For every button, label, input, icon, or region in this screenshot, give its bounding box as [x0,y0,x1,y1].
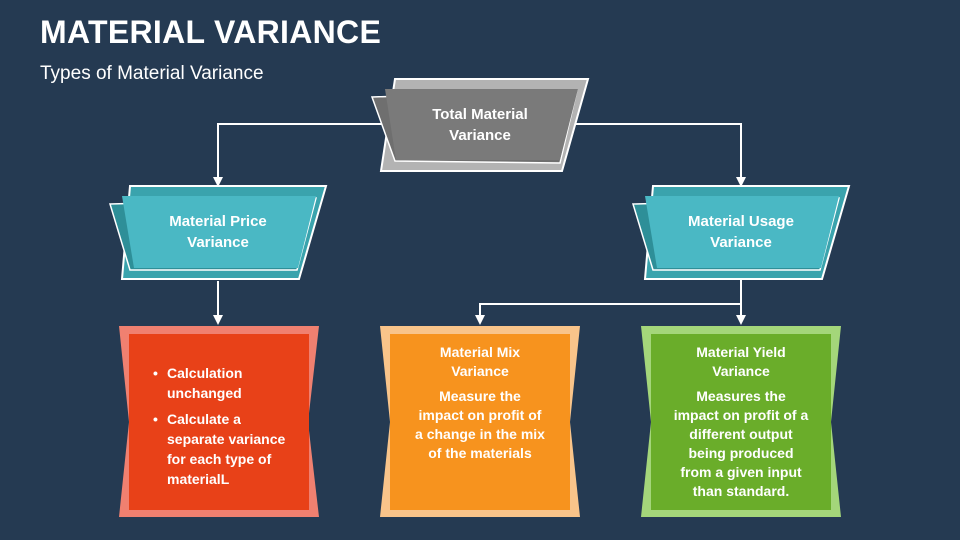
node-material-usage-variance [631,185,851,280]
mix-card-body: Measure the impact on profit of a change… [415,388,545,461]
bullet-item: Calculate a separate variance for each t… [153,409,293,489]
connector-usage-to-mix-yield [475,280,746,325]
connector-total-to-usage [574,123,746,187]
mix-card-text: Material Mix Variance Measure the impact… [415,343,545,463]
node-total-material-variance [370,78,590,172]
node-price-label: Material Price Variance [169,213,267,251]
price-detail-bullets: Calculation unchanged Calculate a separa… [153,363,293,495]
yield-card-text: Material Yield Variance Measures the imp… [673,343,809,501]
node-total-label: Total Material Variance [432,106,528,144]
card-material-yield [641,326,841,517]
yield-card-body: Measures the impact on profit of a diffe… [673,388,809,499]
connector-total-to-price [213,123,386,187]
bullet-item: Calculation unchanged [153,363,293,403]
page-subtitle: Types of Material Variance [40,63,264,84]
card-material-mix [380,326,580,517]
node-material-price-variance [108,185,328,280]
node-usage-label: Material Usage Variance [688,213,794,251]
page-title: MATERIAL VARIANCE [40,14,382,50]
yield-card-title: Material Yield Variance [696,344,786,379]
mix-card-title: Material Mix Variance [439,344,521,379]
